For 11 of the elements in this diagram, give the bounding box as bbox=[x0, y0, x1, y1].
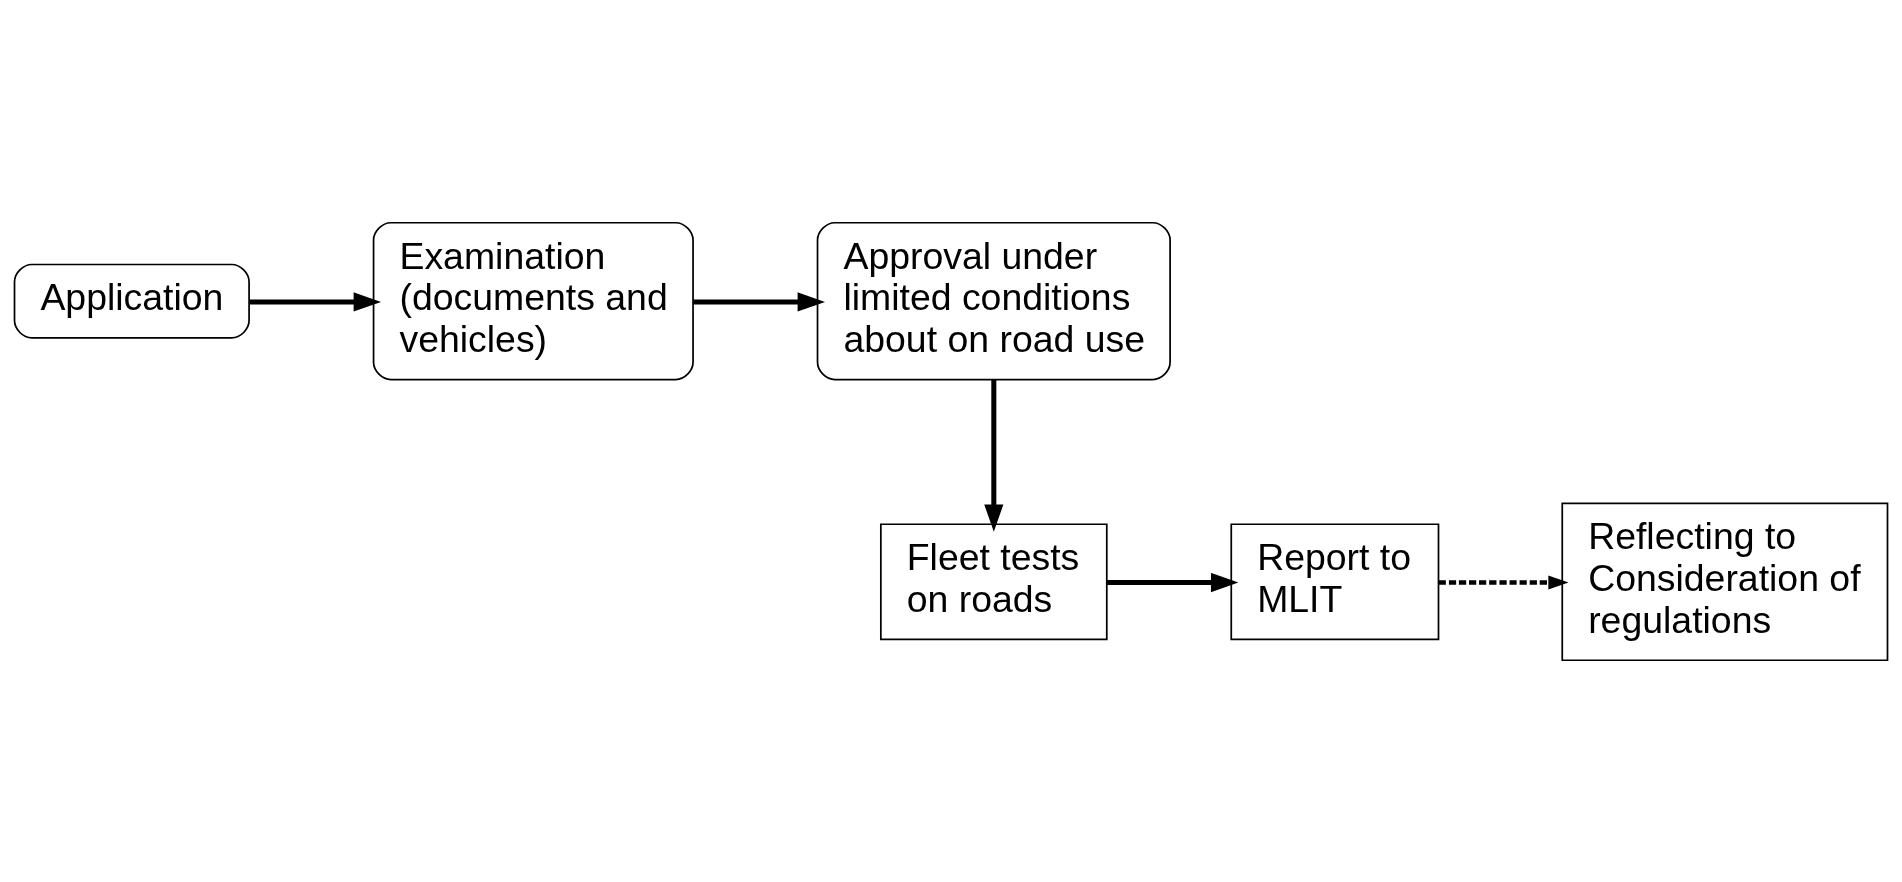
node-box: Approval under limited conditions about on road use bbox=[816, 221, 1171, 380]
arrow bbox=[1106, 572, 1239, 592]
arrow bbox=[984, 379, 1004, 532]
arrow bbox=[249, 291, 382, 311]
node-box: Fleet tests on roads bbox=[879, 522, 1108, 640]
node-box: Report to MLIT bbox=[1230, 522, 1440, 640]
arrow bbox=[1438, 574, 1569, 590]
arrow bbox=[693, 291, 826, 311]
node-box: Examination (documents and vehicles) bbox=[372, 221, 694, 380]
node-box: Reflecting to Consideration of regulations bbox=[1561, 502, 1889, 661]
node-box: Application bbox=[13, 263, 250, 339]
